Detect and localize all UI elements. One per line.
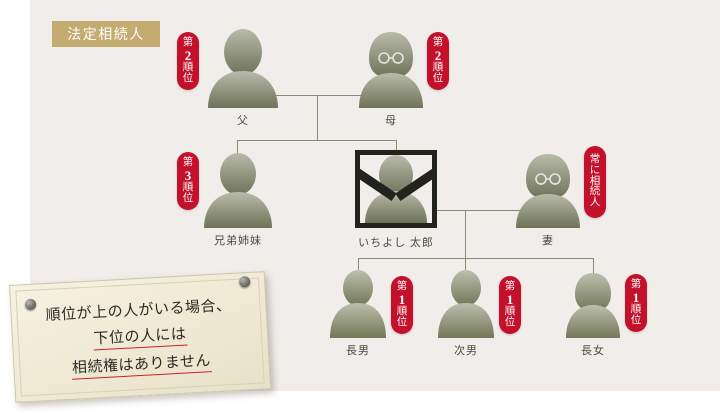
badge-char-4: 続 — [589, 186, 601, 198]
badge-prefix: 第 — [182, 156, 194, 168]
always-heir-badge-wife: 常 に 相 続 人 — [584, 146, 606, 218]
badge-char-1: 常 — [589, 154, 601, 166]
memorial-frame — [355, 150, 437, 228]
glasses-icon — [378, 52, 404, 64]
person-label-siblings: 兄弟姉妹 — [214, 235, 262, 247]
person-son1[interactable]: 長男 第 1 順 位 — [327, 270, 413, 357]
badge-number: 1 — [506, 291, 514, 307]
person-label-decedent: いちよし 太郎 — [358, 237, 434, 249]
connector-drop-son2 — [465, 258, 467, 274]
person-label-mother: 母 — [385, 115, 397, 127]
silhouette-son1 — [327, 270, 389, 338]
rank-badge-mother: 第 2 順 位 — [427, 32, 449, 90]
badge-suffix-top: 順 — [504, 305, 516, 317]
person-wife[interactable]: 妻 常 に 相 続 人 — [512, 146, 606, 247]
person-son2[interactable]: 次男 第 1 順 位 — [435, 270, 521, 357]
badge-suffix-bottom: 位 — [504, 316, 516, 328]
connector-drop-daughter1 — [593, 258, 595, 274]
person-label-wife: 妻 — [542, 235, 554, 247]
connector-drop-son1 — [358, 258, 360, 274]
badge-number: 1 — [632, 289, 640, 305]
person-label-son1: 長男 — [346, 345, 370, 357]
badge-suffix-bottom: 位 — [432, 72, 444, 84]
badge-suffix-bottom: 位 — [182, 72, 194, 84]
silhouette-wife — [512, 152, 584, 228]
connector-parents-marriage — [265, 95, 390, 97]
rank-badge-son1: 第 1 順 位 — [391, 276, 413, 334]
connector-drop-siblings — [237, 140, 239, 154]
rank-badge-siblings: 第 3 順 位 — [177, 152, 199, 210]
badge-number: 3 — [184, 167, 192, 183]
badge-suffix-top: 順 — [182, 61, 194, 73]
note-card: 順位が上の人がいる場合、 下位の人には 相続権はありません — [8, 271, 272, 403]
connector-children-bar — [358, 258, 594, 260]
badge-suffix-bottom: 位 — [182, 192, 194, 204]
rank-badge-father: 第 2 順 位 — [177, 32, 199, 90]
badge-number: 2 — [434, 47, 442, 63]
connector-children-of-parents-bar — [237, 140, 397, 142]
note-card-body: 順位が上の人がいる場合、 下位の人には 相続権はありません — [15, 277, 265, 397]
silhouette-father — [205, 28, 281, 108]
badge-char-3: 相 — [589, 175, 601, 187]
person-daughter1[interactable]: 長女 第 1 順 位 — [563, 272, 647, 357]
connector-parents-drop — [317, 95, 319, 141]
badge-char-2: に — [589, 164, 601, 176]
badge-suffix-bottom: 位 — [630, 314, 642, 326]
note-line-3: 相続権はありません — [71, 348, 212, 380]
badge-number: 1 — [398, 291, 406, 307]
rank-badge-son2: 第 1 順 位 — [499, 276, 521, 334]
silhouette-son2 — [435, 270, 497, 338]
badge-suffix-top: 順 — [396, 305, 408, 317]
person-label-daughter1: 長女 — [581, 345, 605, 357]
connector-decedent-wife-drop — [465, 210, 467, 259]
badge-prefix: 第 — [504, 280, 516, 292]
badge-suffix-top: 順 — [630, 303, 642, 315]
note-card-surface: 順位が上の人がいる場合、 下位の人には 相続権はありません — [8, 271, 272, 403]
rank-badge-daughter1: 第 1 順 位 — [625, 274, 647, 332]
badge-prefix: 第 — [432, 36, 444, 48]
badge-prefix: 第 — [182, 36, 194, 48]
silhouette-mother — [355, 30, 427, 108]
badge-number: 2 — [184, 47, 192, 63]
person-label-son2: 次男 — [454, 345, 478, 357]
note-line-1: 順位が上の人がいる場合、 — [45, 297, 232, 324]
badge-suffix-top: 順 — [182, 181, 194, 193]
badge-prefix: 第 — [396, 280, 408, 292]
person-father[interactable]: 父 第 2 順 位 — [177, 28, 281, 127]
badge-suffix-top: 順 — [432, 61, 444, 73]
silhouette-siblings — [200, 152, 276, 228]
note-line-2: 下位の人には — [92, 322, 187, 351]
connector-decedent-wife-marriage — [436, 210, 548, 212]
person-mother[interactable]: 母 第 2 順 位 — [355, 30, 449, 127]
mourning-ribbon-icon — [360, 155, 432, 223]
connector-drop-decedent — [396, 140, 398, 152]
silhouette-daughter1 — [563, 272, 623, 338]
page-title: 法定相続人 — [52, 21, 160, 47]
glasses-icon — [535, 173, 561, 185]
badge-suffix-bottom: 位 — [396, 316, 408, 328]
person-label-father: 父 — [237, 115, 249, 127]
badge-prefix: 第 — [630, 278, 642, 290]
badge-char-5: 人 — [589, 197, 601, 209]
person-siblings[interactable]: 兄弟姉妹 第 3 順 位 — [177, 152, 276, 247]
